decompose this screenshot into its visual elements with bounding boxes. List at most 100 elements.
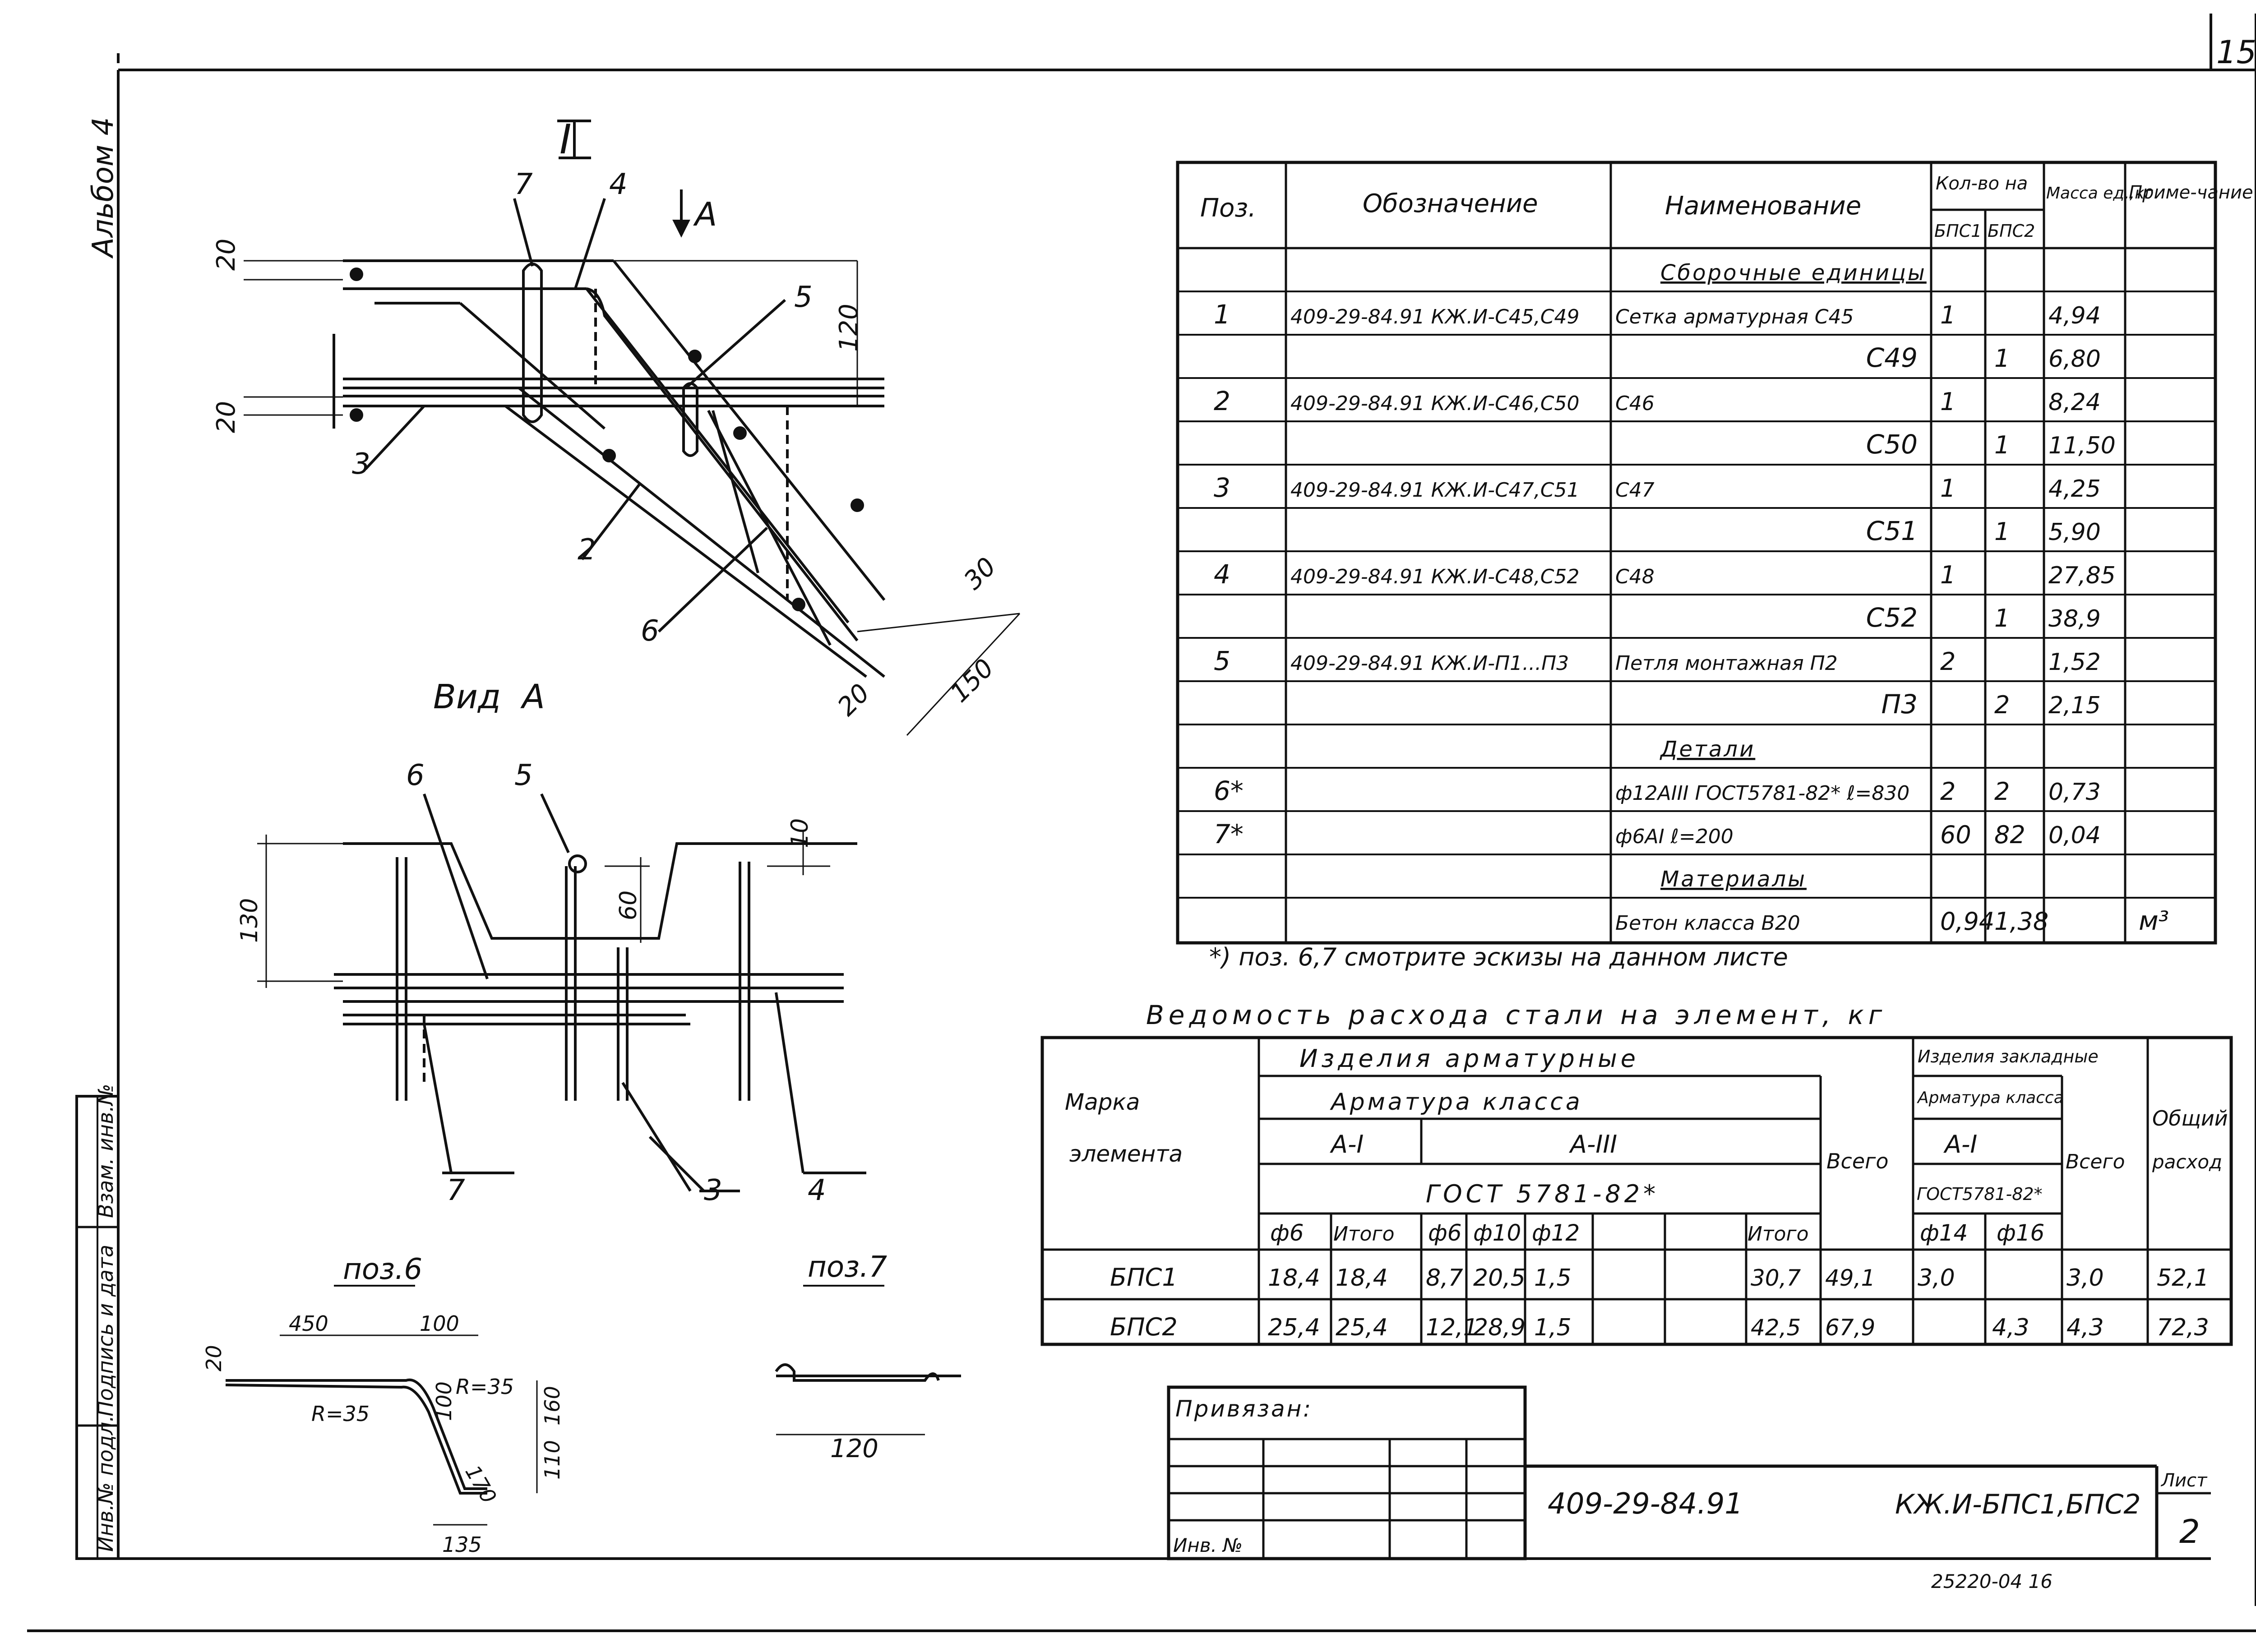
dim-view: 60 <box>615 891 642 920</box>
dim-pos6: 100 <box>420 1311 459 1336</box>
dim-pos6: R=35 <box>456 1375 514 1399</box>
spec-header-mass: Масса ед.,кг <box>2046 184 2154 203</box>
callout-view: 7 <box>447 1174 465 1207</box>
spec-cell-note: м³ <box>2139 905 2169 936</box>
stamp-inv: Инв. № <box>1173 1534 1243 1556</box>
steel-cell-it2: 42,5 <box>1751 1315 1801 1341</box>
steel-h-total-embedded: Всего <box>2066 1150 2125 1173</box>
steel-h-d12: ф12 <box>1532 1220 1580 1246</box>
callout-view: 6 <box>406 759 425 792</box>
spec-cell-name: Сборочные единицы <box>1660 260 1927 286</box>
steel-cell-mark: БПС2 <box>1110 1313 1178 1341</box>
spec-cell-mass: 6,80 <box>2048 346 2101 373</box>
dim-pos6: 100 <box>432 1381 456 1421</box>
view-a-label: Вид А <box>433 678 545 716</box>
steel-h-aiii: А-III <box>1569 1130 1617 1158</box>
spec-cell-pos: 4 <box>1214 559 1230 590</box>
steel-cell-it1: 25,4 <box>1336 1314 1388 1341</box>
spec-cell-name: С51 <box>1866 516 1918 546</box>
steel-h-rebar-class: Арматура класса <box>1330 1089 1583 1116</box>
dim-top: 150 <box>945 653 1000 708</box>
spec-cell-name: Бетон класса В20 <box>1615 912 1800 935</box>
stamp-sheet-label: Лист <box>2160 1470 2208 1491</box>
spec-cell-q2: 1 <box>1994 604 2010 632</box>
steel-cell-mark: БПС1 <box>1110 1263 1178 1292</box>
steel-cell-d10: 28,9 <box>1473 1314 1526 1341</box>
spec-cell-name: ф6АI ℓ=200 <box>1615 825 1734 848</box>
spec-cell-mass: 2,15 <box>2048 692 2101 719</box>
steel-table: Марка элемента Изделия арматурные Издели… <box>1040 1036 2233 1346</box>
spec-cell-pos: 2 <box>1214 386 1230 416</box>
spec-table: Поз. Обозначение Наименование Кол-во на … <box>1176 161 2253 971</box>
callout-view: 3 <box>704 1174 722 1207</box>
steel-h-ai-embedded: А-I <box>1943 1130 1977 1158</box>
spec-cell-q1: 60 <box>1940 821 1971 849</box>
spec-header-bpc1: БПС1 <box>1934 221 1982 241</box>
steel-h-gost-embedded: ГОСТ5781-82* <box>1917 1184 2043 1204</box>
spec-cell-name: Материалы <box>1660 867 1807 892</box>
dim-pos6: 170 <box>460 1461 501 1508</box>
steel-h-d6b: ф6 <box>1428 1220 1462 1246</box>
dim-top: 30 <box>958 552 1002 595</box>
spec-cell-mass: 8,24 <box>2048 389 2101 416</box>
steel-cell-all: 67,9 <box>1825 1315 1875 1341</box>
section-mark: I <box>559 116 572 163</box>
steel-cell-d14: 3,0 <box>1918 1264 1955 1292</box>
album-label: Альбом 4 <box>87 117 120 259</box>
spec-cell-designation: 409-29-84.91 КЖ.И-П1...П3 <box>1290 652 1569 675</box>
dim-view: 130 <box>236 898 263 943</box>
spec-cell-q1: 1 <box>1940 388 1956 416</box>
spec-header-qty: Кол-во на <box>1936 173 2028 194</box>
spec-header-bpc2: БПС2 <box>1988 221 2035 241</box>
callout-top: 3 <box>352 448 370 481</box>
corner-sheet-number: 15 <box>2216 34 2256 71</box>
steel-h-general-2: расход <box>2152 1151 2222 1173</box>
dim-pos6: 20 <box>202 1345 226 1371</box>
spec-cell-name: С46 <box>1615 392 1655 415</box>
detail-I <box>244 120 1021 736</box>
steel-h-general-1: Общий <box>2152 1106 2228 1131</box>
spec-cell-name: ф12АIII ГОСТ5781-82* ℓ=830 <box>1615 782 1909 805</box>
dim-pos6: 450 <box>289 1311 328 1336</box>
spec-cell-q2: 82 <box>1994 821 2025 849</box>
steel-cell-d10: 20,5 <box>1473 1264 1526 1292</box>
callout-view: 5 <box>514 759 533 792</box>
spec-cell-designation: 409-29-84.91 КЖ.И-С48,С52 <box>1290 565 1580 588</box>
spec-cell-q1: 0,94 <box>1940 907 1994 936</box>
spec-cell-name: Сетка арматурная С45 <box>1615 305 1854 328</box>
steel-cell-d6b: 8,7 <box>1426 1264 1463 1292</box>
spec-cell-q1: 1 <box>1940 474 1956 503</box>
spec-cell-pos: 5 <box>1214 646 1230 676</box>
spec-cell-name: С50 <box>1866 429 1918 460</box>
strip-inv-podl: Инв.№ подл. <box>93 1415 118 1552</box>
dim-pos6: 135 <box>442 1532 482 1557</box>
spec-cell-name: Детали <box>1660 737 1755 762</box>
arrow-label: А <box>693 195 717 233</box>
steel-h-rebar-class-embedded: Арматура класса <box>1917 1089 2064 1107</box>
steel-cell-d16: 4,3 <box>1992 1314 2029 1341</box>
spec-cell-q2: 2 <box>1994 691 2010 719</box>
spec-cell-mass: 0,04 <box>2048 822 2101 849</box>
dim-top: 20 <box>212 239 241 271</box>
stamp-doc: КЖ.И-БПС1,БПС2 <box>1895 1489 2141 1520</box>
spec-cell-pos: 7* <box>1214 819 1244 849</box>
spec-cell-pos: 3 <box>1214 472 1230 503</box>
steel-cell-d12: 1,5 <box>1534 1314 1572 1341</box>
callout-top: 4 <box>609 168 628 201</box>
spec-cell-mass: 0,73 <box>2048 779 2101 806</box>
spec-cell-pos: 1 <box>1214 299 1230 330</box>
pos6-sketch <box>225 1285 961 1526</box>
steel-h-d16: ф16 <box>1997 1220 2044 1246</box>
spec-cell-q2: 1 <box>1994 517 2010 546</box>
callout-view: 4 <box>808 1174 826 1207</box>
spec-cell-q2: 1 <box>1994 431 2010 459</box>
dim-top: 20 <box>832 678 875 722</box>
dim-pos6: R=35 <box>311 1402 370 1426</box>
spec-cell-q2: 1 <box>1994 344 2010 373</box>
stamp-archive: 25220-04 16 <box>1931 1570 2053 1592</box>
spec-cell-name: П3 <box>1881 689 1918 720</box>
steel-cell-d6b: 12,1 <box>1426 1314 1478 1341</box>
spec-cell-mass: 4,94 <box>2048 302 2101 329</box>
callout-top: 2 <box>578 533 596 567</box>
